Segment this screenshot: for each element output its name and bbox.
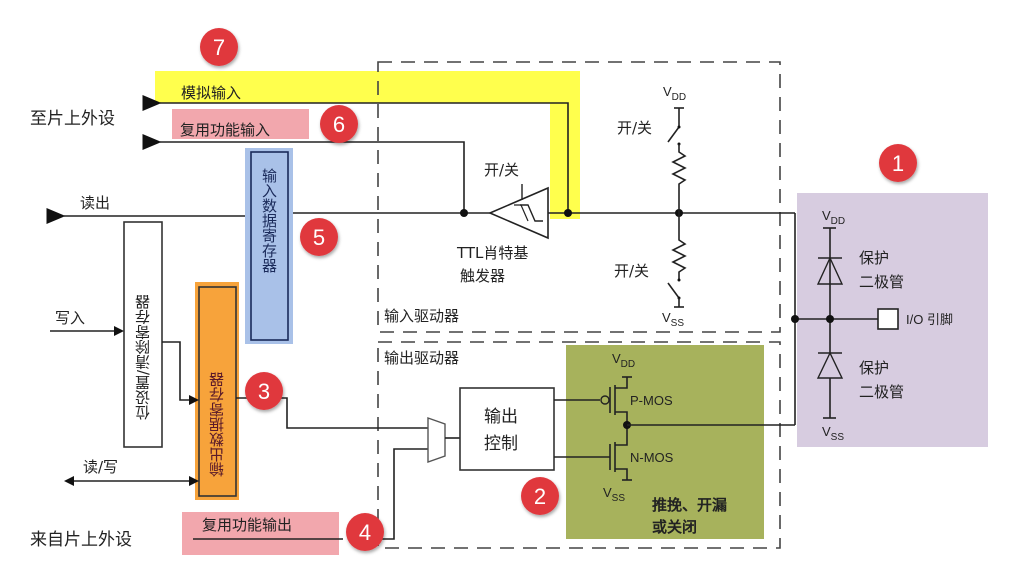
read-label: 读出 [80, 194, 110, 212]
input-vss-label: VSS [662, 310, 684, 329]
alt-input-highlight [172, 109, 309, 139]
alt-output-highlight [182, 512, 339, 555]
svg-text:4: 4 [359, 520, 371, 545]
multiplexer [427, 417, 446, 463]
analog-input-wire [142, 95, 569, 213]
pullup-switch-label: 开/关 [617, 119, 652, 137]
badge-2: 2 [521, 477, 559, 515]
read-write-label: 读/写 [83, 458, 118, 476]
to-peripheral-label: 至片上外设 [30, 109, 115, 129]
io-pin-pad [877, 308, 899, 330]
badge-5: 5 [300, 218, 338, 256]
schmitt-label-1: TTL肖特基 [456, 244, 528, 262]
badge-6: 6 [320, 105, 358, 143]
badge-3: 3 [245, 372, 283, 410]
output-stage-highlight [566, 345, 764, 539]
protection-vdd-label: VDD [822, 208, 845, 227]
bit-set-reset-register [123, 221, 163, 448]
svg-text:7: 7 [213, 35, 225, 60]
pull-resistors [667, 107, 687, 308]
output-control-label-1: 输出 [484, 407, 518, 427]
from-peripheral-label: 来自片上外设 [30, 530, 132, 550]
nmos-label: N-MOS [630, 450, 674, 465]
top-diode-label-2: 二极管 [859, 273, 904, 291]
input-driver-title: 输入驱动器 [384, 307, 459, 325]
svg-text:6: 6 [333, 112, 345, 137]
input-driver-box [377, 61, 781, 333]
junction-dot [460, 209, 468, 217]
protection-vss-label: VSS [822, 424, 844, 443]
badge-1: 1 [879, 144, 917, 182]
svg-text:5: 5 [313, 225, 325, 250]
svg-text:1: 1 [892, 151, 904, 176]
output-mode-label-2: 或关闭 [652, 518, 697, 536]
alt-output-label: 复用功能输出 [202, 516, 292, 534]
pmos-label: P-MOS [630, 393, 673, 408]
junction-dot [826, 315, 834, 323]
input-data-register-label: 输入数据寄存器 [260, 168, 278, 273]
top-diode-label-1: 保护 [859, 249, 889, 267]
schmitt-trigger [487, 184, 549, 240]
bottom-diode-label-1: 保护 [859, 359, 889, 377]
alt-input-label: 复用功能输入 [180, 121, 270, 139]
svg-text:2: 2 [534, 484, 546, 509]
nmos-transistor [609, 425, 632, 481]
analog-input-label: 模拟输入 [181, 84, 241, 102]
output-vdd-label: VDD [612, 351, 635, 370]
output-control-box [459, 387, 555, 471]
bottom-diode-label-2: 二极管 [859, 383, 904, 401]
bit-set-reset-register-label: 位设置/清除寄存器 [134, 295, 152, 420]
badge-7: 7 [200, 28, 238, 66]
junction-dot [791, 315, 799, 323]
alt-input-wire [142, 134, 465, 213]
pulldown-switch-label: 开/关 [614, 262, 649, 280]
input-vdd-label: VDD [663, 84, 686, 103]
schmitt-label-2: 触发器 [460, 267, 505, 285]
output-data-register-label: 输出数据寄存器 [208, 372, 226, 477]
pmos-transistor [600, 376, 632, 425]
io-pin-label: I/O 引脚 [906, 312, 953, 327]
write-label: 写入 [55, 309, 85, 327]
junction-dot [564, 209, 572, 217]
schmitt-switch-label: 开/关 [484, 161, 519, 179]
protection-diodes [816, 227, 844, 419]
output-driver-title: 输出驱动器 [384, 349, 459, 367]
output-data-register [198, 286, 237, 497]
output-control-label-2: 控制 [484, 434, 518, 454]
set-reset-to-odr-wire [162, 341, 197, 401]
output-vss-label: VSS [603, 485, 625, 504]
input-data-register [250, 151, 289, 341]
analog-input-highlight [155, 71, 580, 219]
badge-4: 4 [346, 513, 384, 551]
svg-text:3: 3 [258, 379, 270, 404]
output-mode-label-1: 推挽、开漏 [652, 496, 727, 514]
output-driver-box [377, 341, 781, 549]
